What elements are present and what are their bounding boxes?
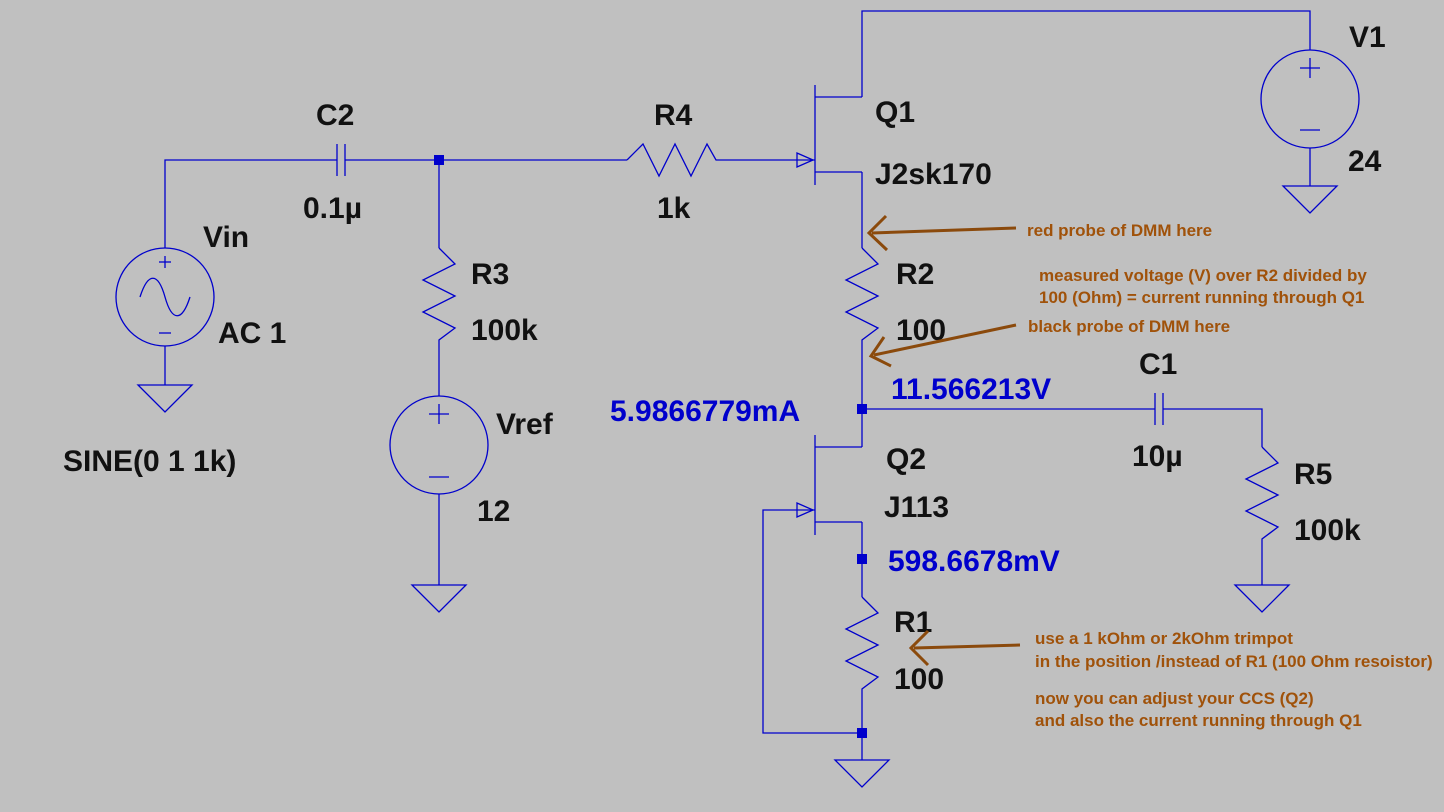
source-voltage-measurement: 598.6678mV <box>888 545 1060 578</box>
q1-name-label: Q1 <box>875 96 915 129</box>
trimpot-arrow <box>908 629 1021 667</box>
wire-c1-r5 <box>1163 408 1263 447</box>
red-probe-arrow <box>866 214 1017 252</box>
c2-value-label: 0.1µ <box>303 192 362 225</box>
wires <box>164 10 1311 760</box>
vref-value-label: 12 <box>477 495 510 528</box>
junction-r1-bottom <box>857 728 867 738</box>
ground-v1 <box>1281 185 1339 214</box>
r4-value-label: 1k <box>657 192 691 225</box>
trimpot-note-line1: use a 1 kOhm or 2kOhm trimpot <box>1035 629 1293 648</box>
r5-value-label: 100k <box>1294 514 1361 547</box>
resistor-r2 <box>844 247 880 348</box>
q1-value-label: J2sk170 <box>875 158 992 191</box>
junction-r1-top <box>857 554 867 564</box>
q2-value-label: J113 <box>884 491 949 524</box>
resistor-r1 <box>844 596 880 697</box>
r4-name-label: R4 <box>654 99 693 132</box>
c2-name-label: C2 <box>316 99 354 132</box>
vin-value-label: AC 1 <box>218 317 286 350</box>
wire-vin-c2 <box>164 159 337 248</box>
capacitor-c2 <box>336 144 346 176</box>
q2-name-label: Q2 <box>886 443 926 476</box>
capacitor-c1 <box>1154 393 1164 425</box>
resistor-r4 <box>626 142 725 178</box>
vref-name-label: Vref <box>496 408 554 441</box>
ground-vref <box>410 584 468 613</box>
ground-vin <box>136 384 194 413</box>
current-measurement: 5.9866779mA <box>610 395 800 428</box>
resistor-r5 <box>1244 446 1280 547</box>
resistor-r3 <box>421 247 457 348</box>
v1-name-label: V1 <box>1349 21 1386 54</box>
drain-voltage-measurement: 11.566213V <box>891 373 1051 406</box>
ground-r5 <box>1233 584 1291 613</box>
adjust-note-line1: now you can adjust your CCS (Q2) <box>1035 689 1314 708</box>
measured-note-line1: measured voltage (V) over R2 divided by <box>1039 266 1367 285</box>
black-probe-note: black probe of DMM here <box>1028 317 1230 336</box>
r5-name-label: R5 <box>1294 458 1332 491</box>
junctions <box>434 155 867 738</box>
r1-value-label: 100 <box>894 663 944 696</box>
v1-value-label: 24 <box>1348 145 1382 178</box>
ac-source-vin <box>115 247 215 347</box>
junction-c2-node <box>434 155 444 165</box>
wire-q2gate-loop <box>762 509 862 734</box>
ground-r1 <box>833 759 891 788</box>
junction-q1-q2-node <box>857 404 867 414</box>
black-probe-arrow <box>868 323 1017 368</box>
c1-name-label: C1 <box>1139 348 1177 381</box>
r2-name-label: R2 <box>896 258 934 291</box>
voltage-source-vref <box>389 395 489 495</box>
r3-value-label: 100k <box>471 314 538 347</box>
jfet-q1 <box>793 85 862 185</box>
measured-note-line2: 100 (Ohm) = current running through Q1 <box>1039 288 1364 307</box>
wire-q1-v1 <box>861 10 1311 97</box>
vin-name-label: Vin <box>203 221 249 254</box>
c1-value-label: 10µ <box>1132 440 1183 473</box>
red-probe-note: red probe of DMM here <box>1027 221 1212 240</box>
trimpot-note-line2: in the position /instead of R1 (100 Ohm … <box>1035 652 1433 671</box>
vin-spec-label: SINE(0 1 1k) <box>63 445 236 478</box>
jfet-q2 <box>793 435 862 535</box>
adjust-note-line2: and also the current running through Q1 <box>1035 711 1362 730</box>
r3-name-label: R3 <box>471 258 509 291</box>
voltage-source-v1 <box>1260 49 1360 149</box>
